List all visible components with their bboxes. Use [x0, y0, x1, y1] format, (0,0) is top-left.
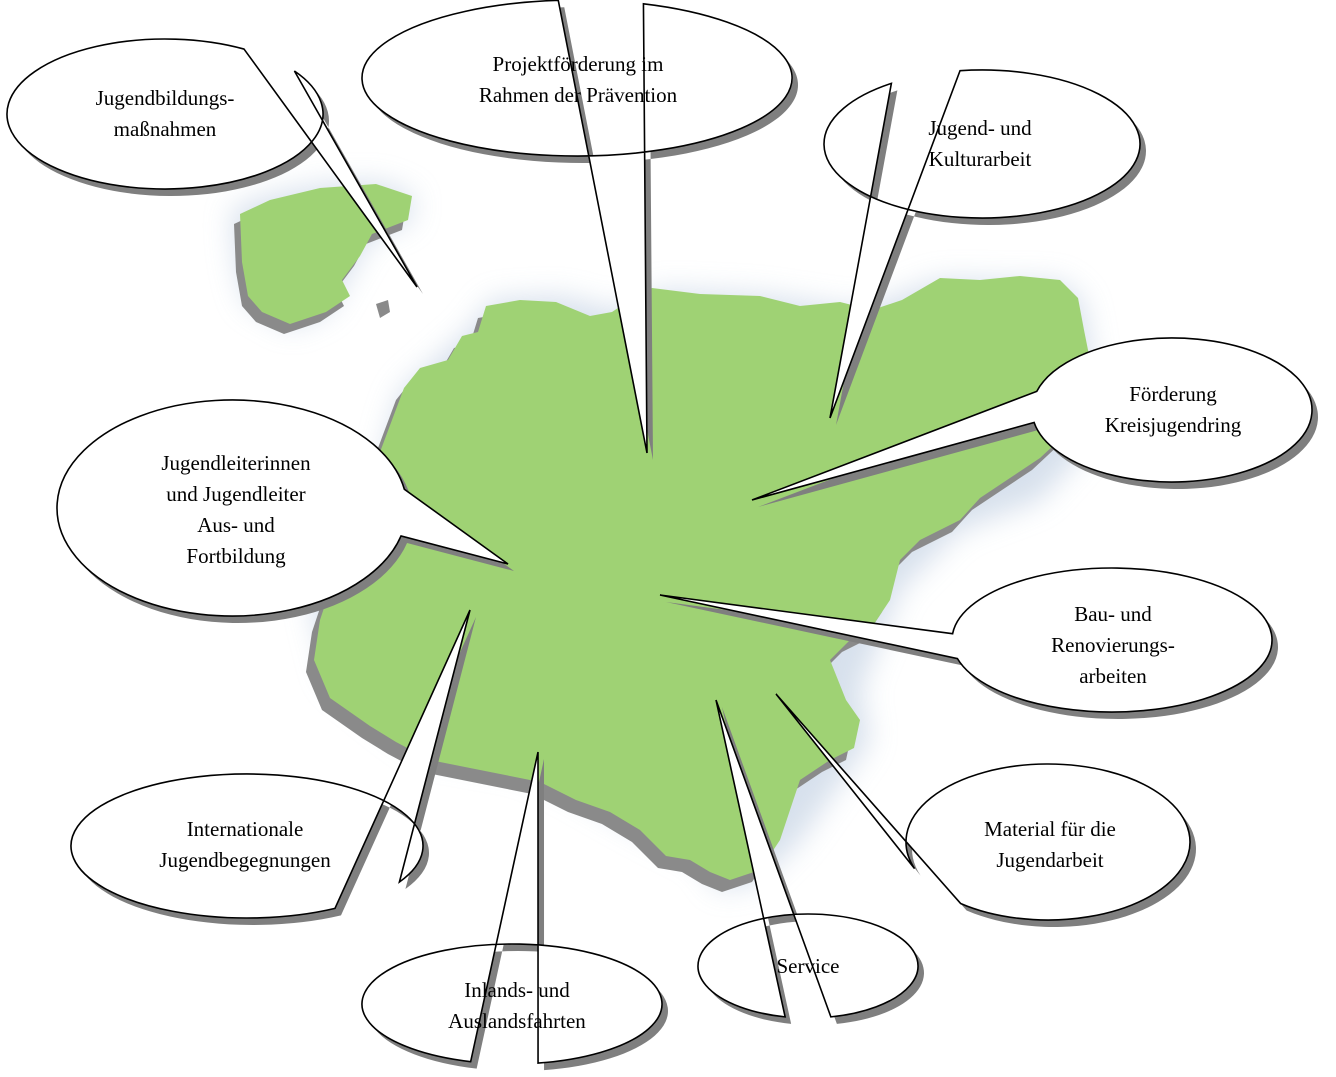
- bubble-shape-material: [775, 693, 1197, 928]
- bubble-outline-jugendbildung: [6, 38, 418, 288]
- island-map: [234, 184, 412, 334]
- bubble-outline-service: [697, 699, 919, 1018]
- bubble-shape-kreisjugendring: [751, 337, 1318, 507]
- bubble-shape-jugendbildung: [6, 38, 424, 295]
- bubble-outline-projektfoerderung: [361, 0, 793, 454]
- bubble-shape-jugendleiter: [56, 399, 514, 623]
- bubble-outline-renovierung: [659, 567, 1273, 713]
- bubble-shape-renovierung: [659, 567, 1278, 720]
- bubble-shape-fahrten: [361, 751, 669, 1071]
- bubble-outline-material: [775, 693, 1191, 921]
- bubble-outline-jugendleiter: [56, 399, 509, 617]
- speech-bubbles: [6, 0, 1318, 1071]
- bubble-shape-international: [70, 609, 476, 926]
- island-fragment: [376, 300, 390, 318]
- bubble-outline-fahrten: [361, 751, 663, 1064]
- district-map: [306, 276, 1090, 892]
- bubble-outline-kreisjugendring: [751, 337, 1313, 501]
- bubble-outline-international: [70, 609, 471, 919]
- bubble-shape-service: [697, 699, 925, 1024]
- bubble-shape-projektfoerderung: [361, 0, 798, 460]
- bubble-outline-kulturarbeit: [823, 69, 1141, 419]
- bubble-shape-kulturarbeit: [823, 69, 1146, 425]
- map-fill: [314, 276, 1090, 880]
